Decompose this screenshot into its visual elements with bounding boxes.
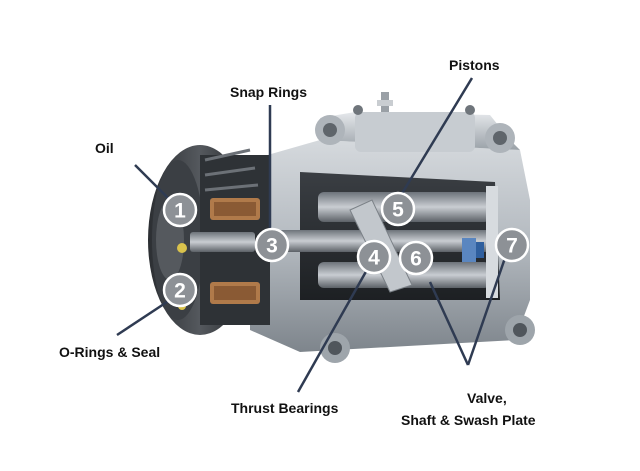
leader-oil [134, 164, 171, 201]
marker-7-label: 7 [506, 235, 518, 258]
label-snap-rings: Snap Rings [230, 84, 308, 100]
marker-5: 5 [380, 191, 416, 227]
marker-6-label: 6 [410, 248, 422, 271]
marker-2: 2 [162, 272, 198, 308]
leader-valve-a [428, 281, 470, 366]
marker-1: 1 [162, 192, 198, 228]
leader-thrust-bearings [296, 267, 370, 393]
leader-pistons [396, 77, 474, 201]
label-oil: Oil [95, 140, 114, 156]
leader-o-rings [116, 298, 171, 337]
marker-7: 7 [494, 227, 530, 263]
label-thrust-bearings: Thrust Bearings [231, 400, 339, 416]
marker-3-label: 3 [266, 235, 278, 258]
label-valve: Valve, [467, 390, 507, 406]
label-pistons: Pistons [449, 57, 500, 73]
marker-3: 3 [254, 227, 290, 263]
marker-4-label: 4 [368, 247, 380, 270]
marker-2-label: 2 [174, 280, 186, 303]
leader-valve-b [466, 257, 507, 366]
marker-6: 6 [398, 240, 434, 276]
marker-1-label: 1 [174, 200, 186, 223]
clutch-pulley [148, 145, 270, 335]
marker-5-label: 5 [392, 199, 404, 222]
cutaway-section [255, 172, 500, 300]
leader-lines [116, 77, 507, 393]
label-o-rings-seal: O-Rings & Seal [59, 344, 161, 360]
label-shaft-swash-plate: Shaft & Swash Plate [401, 412, 536, 428]
marker-4: 4 [356, 239, 392, 275]
